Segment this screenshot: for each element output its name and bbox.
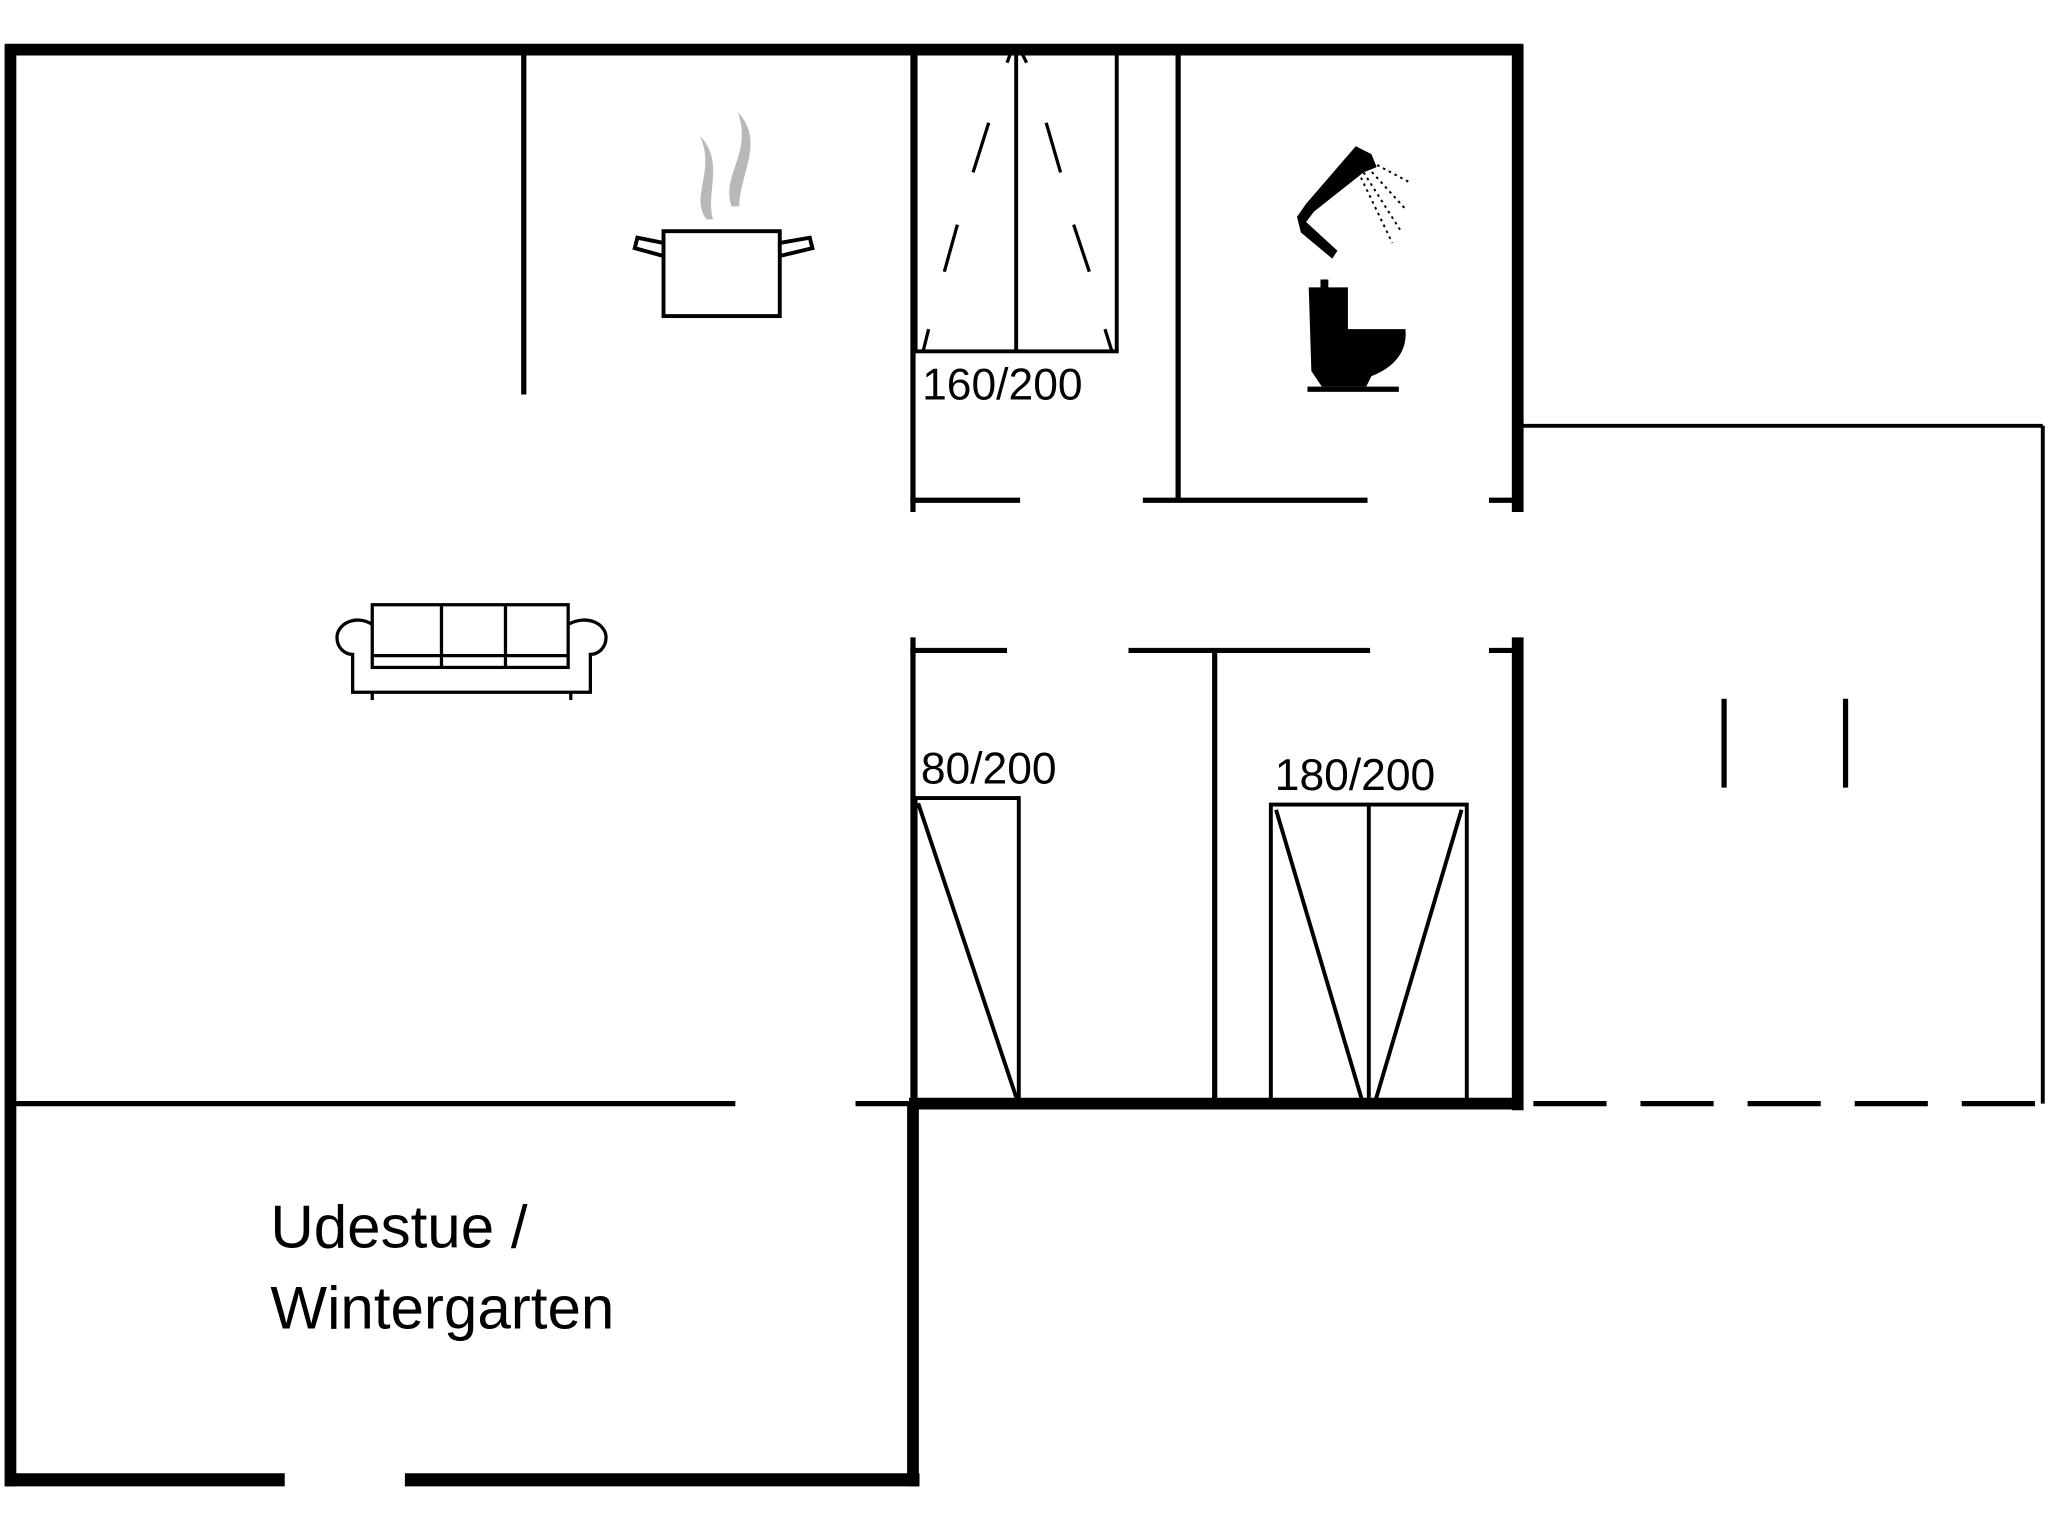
toilet-icon (1307, 279, 1406, 392)
bed-size-label-160: 160/200 (922, 361, 1082, 410)
cooking-pot-icon (632, 112, 815, 319)
double-bed-180-icon (1268, 802, 1469, 1106)
sofa-icon (335, 603, 608, 701)
single-bed-80-icon (913, 796, 1021, 1106)
bed-size-label-180: 180/200 (1275, 751, 1435, 800)
sunroom-label-line2: Wintergarten (270, 1274, 614, 1341)
bed-size-label-80: 80/200 (921, 745, 1057, 794)
sunroom-label-line1: Udestue / (270, 1193, 527, 1260)
double-bed-160-icon (913, 50, 1119, 354)
outer-walls (4, 43, 1524, 1487)
interior-walls (10, 52, 2045, 1108)
shower-icon (1296, 146, 1412, 259)
